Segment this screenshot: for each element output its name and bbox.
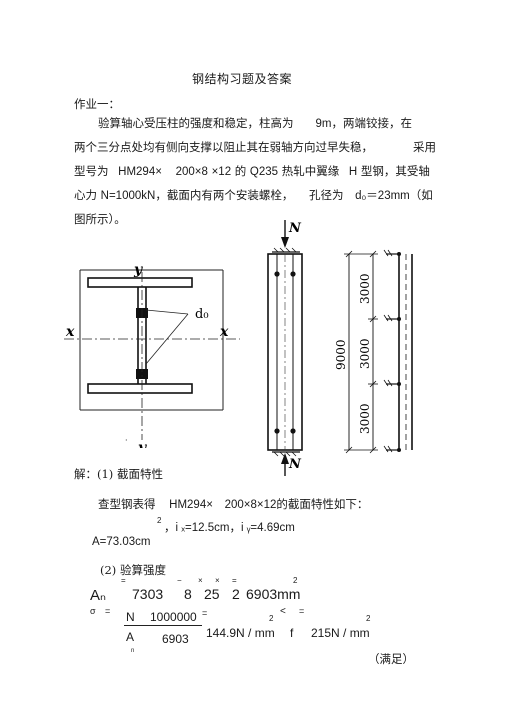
top-flange xyxy=(87,277,193,288)
props-sup: 2 xyxy=(157,516,162,525)
bolt-top-left xyxy=(274,271,280,277)
problem-line-4: 心力 N=1000kN，截面内有两个安装螺栓， 孔径为 d₀＝23mm（如 xyxy=(74,188,433,202)
dim-seg-3: 3000 xyxy=(358,403,372,434)
satisfied-note: （满足） xyxy=(368,652,414,666)
bottom-flange xyxy=(87,383,193,394)
eq1-term-3: 25 xyxy=(204,586,220,602)
eq2-sup-2: 2 xyxy=(366,614,371,623)
eq2-lt: < xyxy=(280,606,286,617)
eq2-denominator-value: 6903 xyxy=(162,632,189,646)
page-title: 钢结构习题及答案 xyxy=(192,72,293,86)
eq1-op-3: × xyxy=(198,576,203,585)
dim-total: 9000 xyxy=(334,339,348,370)
column-elevation-figure: N N 9000 3000 3000 3000 xyxy=(267,220,413,476)
label-d0: d₀ xyxy=(195,307,209,322)
arrow-n-top-head xyxy=(281,237,289,248)
eq1-term-1: 7303 xyxy=(132,586,164,602)
problem-line-2: 两个三分点处均有侧向支撑以阻止其在弱轴方向过早失稳，采用 xyxy=(74,140,436,154)
bolt-bottom-right xyxy=(290,428,296,434)
eq2-sup-1: 2 xyxy=(269,614,274,623)
eq1-op-2: − xyxy=(177,576,182,585)
label-n-bottom: N xyxy=(288,457,302,472)
eq1-term-2: 8 xyxy=(184,586,192,602)
eq2-denominator-a: A xyxy=(126,630,135,644)
eq2-numerator-value: 1000000 xyxy=(150,610,197,624)
arrow-n-bottom-head xyxy=(281,453,289,464)
fraction-bar xyxy=(124,625,202,626)
bolt-hole-bottom xyxy=(136,369,148,379)
lookup-line: 查型钢表得 HM294× 200×8×12的截面特性如下： xyxy=(98,497,369,511)
eq2-eq: = xyxy=(105,606,111,616)
eq1-sup: 2 xyxy=(293,576,298,585)
problem-line-5: 图所示）。 xyxy=(74,212,126,226)
problem-line-3: 型号为 HM294× 200×8 ×12 的 Q235 热轧中翼缘 H 型钢，其… xyxy=(74,164,430,178)
eq2-sigma: σ xyxy=(90,606,96,616)
solution-step-2: (2) 验算强度 xyxy=(100,563,166,577)
eq2-eq-3: = xyxy=(299,606,305,616)
eq2-denominator-n: n xyxy=(131,648,135,654)
d0-leader-top xyxy=(145,309,189,315)
eq2-eq-2: = xyxy=(202,608,208,618)
eq1-op-1: = xyxy=(121,576,126,585)
dim-seg-1: 3000 xyxy=(358,273,372,304)
label-y-bottom: y xyxy=(137,440,147,448)
eq2-numerator-n: N xyxy=(126,610,135,624)
bolt-bottom-left xyxy=(274,428,280,434)
eq1-lhs: Aₙ xyxy=(90,587,106,604)
eq1-op-4: × xyxy=(215,576,220,585)
eq1-term-5: 6903mm xyxy=(246,586,301,602)
section-properties: ，i ₓ=12.5cm，i ᵧ=4.69cm xyxy=(164,522,295,534)
section-heading: 作业一： xyxy=(74,97,120,111)
eq2-f-value: 215N / mm xyxy=(311,626,370,640)
label-x-left: x xyxy=(65,324,75,340)
eq2-result: 144.9N / mm xyxy=(206,626,275,640)
label-n-top: N xyxy=(288,221,302,236)
bolt-top-right xyxy=(290,271,296,277)
figure-mark: · xyxy=(125,436,128,445)
label-x-right: x xyxy=(219,324,229,340)
label-y-top: y xyxy=(133,262,143,278)
eq2-f: f xyxy=(290,626,294,640)
dim-seg-2: 3000 xyxy=(358,338,372,369)
d0-leader-bottom xyxy=(145,313,189,365)
area-value: A=73.03cm xyxy=(92,536,151,548)
eq1-term-4: 2 xyxy=(232,586,240,602)
solution-step-1: 解：(1) 截面特性 xyxy=(74,467,163,481)
eq1-op-5: = xyxy=(232,576,237,585)
cross-section-figure: y y x x d₀ xyxy=(64,262,240,448)
